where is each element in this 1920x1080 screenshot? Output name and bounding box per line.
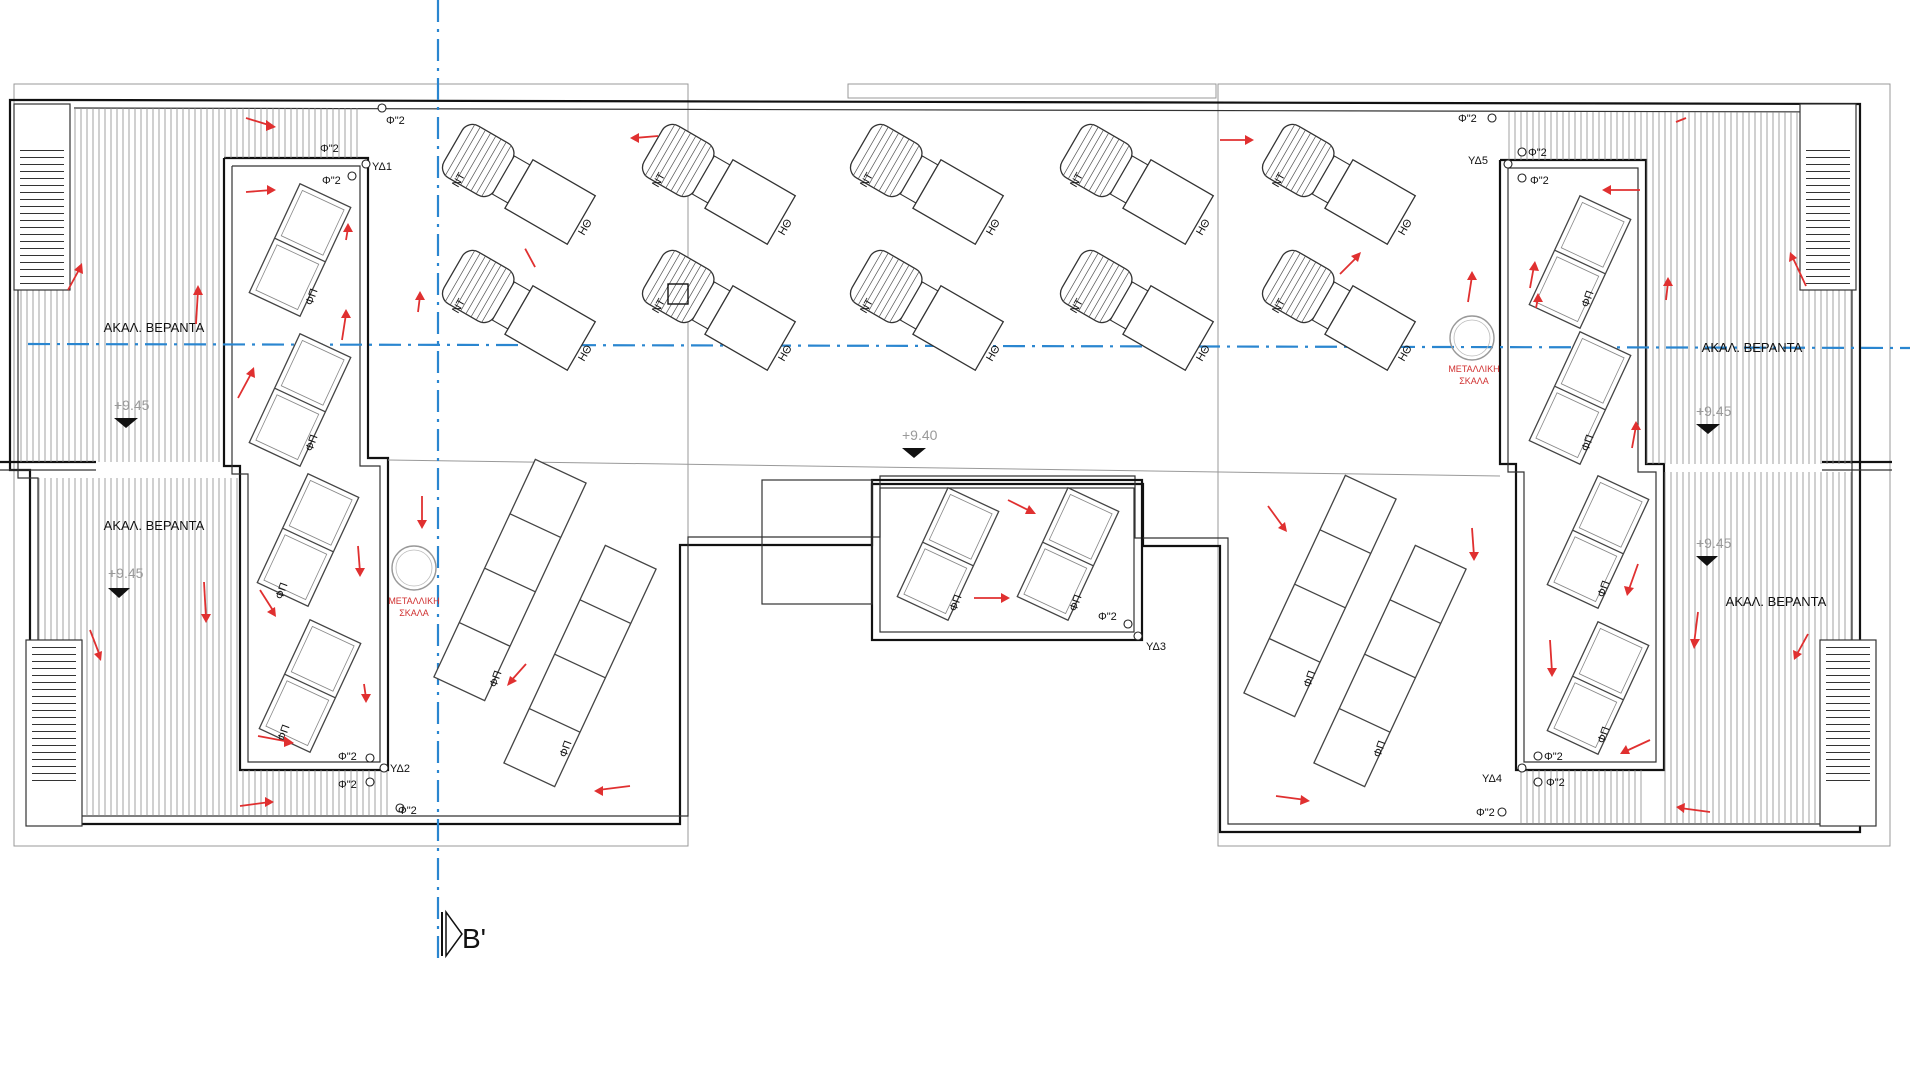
svg-text:ΦΠ: ΦΠ: [304, 287, 321, 307]
svg-text:Φ"2: Φ"2: [320, 143, 339, 155]
svg-text:ΥΔ4: ΥΔ4: [1482, 773, 1502, 785]
outline-faint: [13, 83, 1891, 847]
svg-text:ΦΠ: ΦΠ: [1596, 579, 1613, 599]
svg-text:ΥΔ3: ΥΔ3: [1146, 641, 1166, 653]
svg-text:Φ"2: Φ"2: [386, 115, 405, 127]
svg-text:ΦΠ: ΦΠ: [276, 723, 293, 743]
svg-text:Φ"2: Φ"2: [398, 805, 417, 817]
svg-text:B': B': [462, 923, 486, 954]
svg-text:ΦΠ: ΦΠ: [1302, 669, 1319, 689]
svg-text:+9.45: +9.45: [108, 565, 144, 581]
svg-text:ΦΠ: ΦΠ: [274, 581, 291, 601]
svg-text:ΑΚΑΛ. ΒΕΡΑΝΤΑ: ΑΚΑΛ. ΒΕΡΑΝΤΑ: [1702, 340, 1803, 355]
svg-text:Φ"2: Φ"2: [1528, 147, 1547, 159]
svg-text:ΣΚΑΛΑ: ΣΚΑΛΑ: [1459, 376, 1489, 386]
svg-text:Φ"2: Φ"2: [1544, 751, 1563, 763]
svg-text:ΑΚΑΛ. ΒΕΡΑΝΤΑ: ΑΚΑΛ. ΒΕΡΑΝΤΑ: [104, 320, 205, 335]
svg-text:Φ"2: Φ"2: [322, 175, 341, 187]
svg-text:Φ"2: Φ"2: [1530, 175, 1549, 187]
svg-text:ΑΚΑΛ. ΒΕΡΑΝΤΑ: ΑΚΑΛ. ΒΕΡΑΝΤΑ: [104, 518, 205, 533]
svg-text:ΥΔ2: ΥΔ2: [390, 763, 410, 775]
svg-text:Φ"2: Φ"2: [1546, 777, 1565, 789]
svg-text:Φ"2: Φ"2: [1098, 611, 1117, 623]
svg-text:+9.40: +9.40: [902, 427, 938, 443]
stair-blocks: [13, 103, 1877, 827]
svg-text:+9.45: +9.45: [114, 397, 150, 413]
svg-text:ΥΔ1: ΥΔ1: [372, 161, 392, 173]
svg-text:ΦΠ: ΦΠ: [1068, 593, 1085, 613]
svg-text:Φ"2: Φ"2: [1458, 113, 1477, 125]
drainage-arrows: [67, 117, 1809, 813]
svg-text:+9.45: +9.45: [1696, 403, 1732, 419]
veranda-labels: ΑΚΑΛ. ΒΕΡΑΝΤΑ ΑΚΑΛ. ΒΕΡΑΝΤΑ ΑΚΑΛ. ΒΕΡΑΝΤ…: [104, 320, 1827, 609]
svg-text:ΦΠ: ΦΠ: [1372, 739, 1389, 759]
svg-text:ΦΠ: ΦΠ: [1596, 725, 1613, 745]
svg-text:ΦΠ: ΦΠ: [948, 593, 965, 613]
svg-text:+9.45: +9.45: [1696, 535, 1732, 551]
solar-heaters: [437, 119, 1417, 373]
svg-text:ΜΕΤΑΛΛΙΚΗ: ΜΕΤΑΛΛΙΚΗ: [388, 596, 439, 606]
metal-spiral-stairs: ΜΕΤΑΛΛΙΚΗ ΣΚΑΛΑ ΜΕΤΑΛΛΙΚΗ ΣΚΑΛΑ: [388, 315, 1500, 618]
svg-text:ΑΚΑΛ. ΒΕΡΑΝΤΑ: ΑΚΑΛ. ΒΕΡΑΝΤΑ: [1726, 594, 1827, 609]
svg-text:ΜΕΤΑΛΛΙΚΗ: ΜΕΤΑΛΛΙΚΗ: [1448, 364, 1499, 374]
svg-text:Φ"2: Φ"2: [1476, 807, 1495, 819]
svg-text:ΥΔ5: ΥΔ5: [1468, 155, 1488, 167]
svg-text:ΣΚΑΛΑ: ΣΚΑΛΑ: [399, 608, 429, 618]
svg-text:ΦΠ: ΦΠ: [1580, 433, 1597, 453]
svg-text:ΦΠ: ΦΠ: [558, 739, 575, 759]
pv-labels: ΦΠ ΦΠ ΦΠ ΦΠ ΦΠ ΦΠ ΦΠ ΦΠ ΦΠ ΦΠ ΦΠ ΦΠ ΦΠ Φ…: [274, 287, 1613, 759]
svg-text:ΦΠ: ΦΠ: [488, 669, 505, 689]
svg-text:ΦΠ: ΦΠ: [1580, 289, 1597, 309]
section-marker: B': [441, 909, 486, 959]
svg-text:Φ"2: Φ"2: [338, 751, 357, 763]
downpipes: ΥΔ1 Φ"2 Φ"2 Φ"2 ΥΔ2 Φ"2 Φ"2 Φ"2 ΥΔ3 Φ"2 …: [320, 103, 1565, 819]
heater-labels: ΝΤ ΝΤ ΝΤ ΝΤ ΝΤ ΝΤ ΝΤ ΝΤ ΝΤ ΝΤ ΗΘ ΗΘ ΗΘ Η…: [450, 171, 1415, 364]
svg-text:Φ"2: Φ"2: [338, 779, 357, 791]
svg-text:ΦΠ: ΦΠ: [304, 433, 321, 453]
